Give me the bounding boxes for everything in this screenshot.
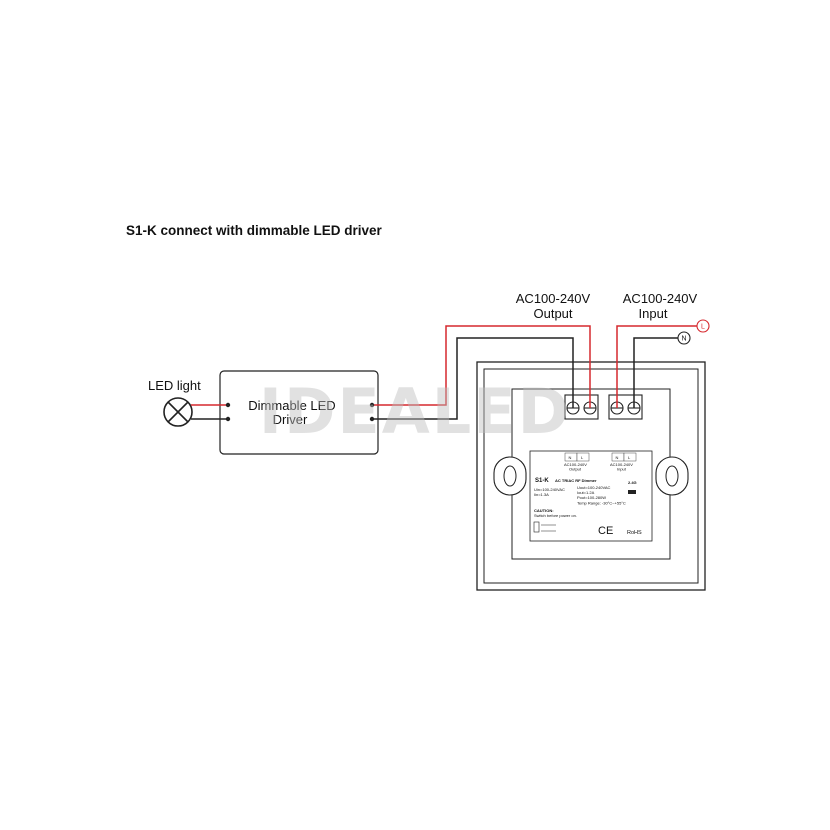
plate-caution-text: Switch before power on. — [534, 513, 577, 518]
dimmable-led-driver-box — [219, 370, 379, 455]
plate-rf: 2.4G — [628, 480, 637, 485]
wire-output-black — [372, 337, 574, 420]
led-light-label: LED light — [148, 378, 201, 393]
plate-iout: Iout=1.2A — [577, 490, 595, 495]
label-plate — [529, 450, 653, 542]
plate-ce-mark: CE — [598, 525, 613, 537]
plate-temp: Temp Range: -30°C~+55°C — [577, 501, 626, 506]
driver-out-terminal-1 — [225, 402, 231, 408]
plate-uin: Uin=100-240VAC — [534, 487, 565, 492]
diagram-title: S1-K connect with dimmable LED driver — [126, 223, 383, 238]
driver-in-terminal-1 — [369, 402, 375, 408]
watermark-text: IDEALED — [259, 375, 571, 448]
input-terminal-block — [608, 394, 643, 420]
plate-in-l: L — [628, 455, 631, 460]
plate-out-l: L — [581, 455, 584, 460]
neutral-terminal-icon — [677, 331, 691, 345]
plate-iin: Iin=1.3A — [534, 492, 549, 497]
plate-caution: CAUTION: — [534, 508, 554, 513]
plate-rf-chip-icon — [628, 490, 636, 494]
wire-input-live — [616, 325, 697, 408]
live-terminal-label: L — [701, 324, 705, 331]
wire-input-neutral — [633, 337, 678, 408]
plate-bin-icon — [533, 521, 540, 533]
plate-out-caption-2: Output — [569, 467, 582, 472]
output-label: Output — [533, 306, 572, 321]
plate-uout: Uout=100-240VAC — [577, 485, 611, 490]
driver-label-line1: Dimmable LED — [248, 398, 335, 413]
driver-out-terminal-2 — [225, 416, 231, 422]
plate-in-caption-1: AC100-240V — [610, 462, 633, 467]
plate-rohs: RoHS — [627, 530, 642, 536]
plate-in-caption-2: Input — [617, 467, 627, 472]
plate-model: S1-K — [535, 478, 549, 484]
input-voltage-label: AC100-240V — [623, 291, 698, 306]
live-terminal-icon — [696, 319, 710, 333]
plate-out-n: N — [569, 455, 572, 460]
plate-product: AC TRIAC RF Dimmer — [555, 478, 597, 483]
plate-pout: Pout=100-280W — [577, 495, 606, 500]
plate-out-caption-1: AC100-240V — [564, 462, 587, 467]
wire-output-red — [372, 325, 591, 408]
plate-in-n: N — [616, 455, 619, 460]
output-voltage-label: AC100-240V — [516, 291, 591, 306]
right-mounting-hole — [655, 456, 689, 496]
input-label: Input — [639, 306, 668, 321]
driver-label-line2: Driver — [273, 412, 308, 427]
led-lamp-icon — [163, 397, 193, 427]
driver-in-terminal-2 — [369, 416, 375, 422]
neutral-terminal-label: N — [681, 336, 686, 343]
left-mounting-hole — [493, 456, 527, 496]
